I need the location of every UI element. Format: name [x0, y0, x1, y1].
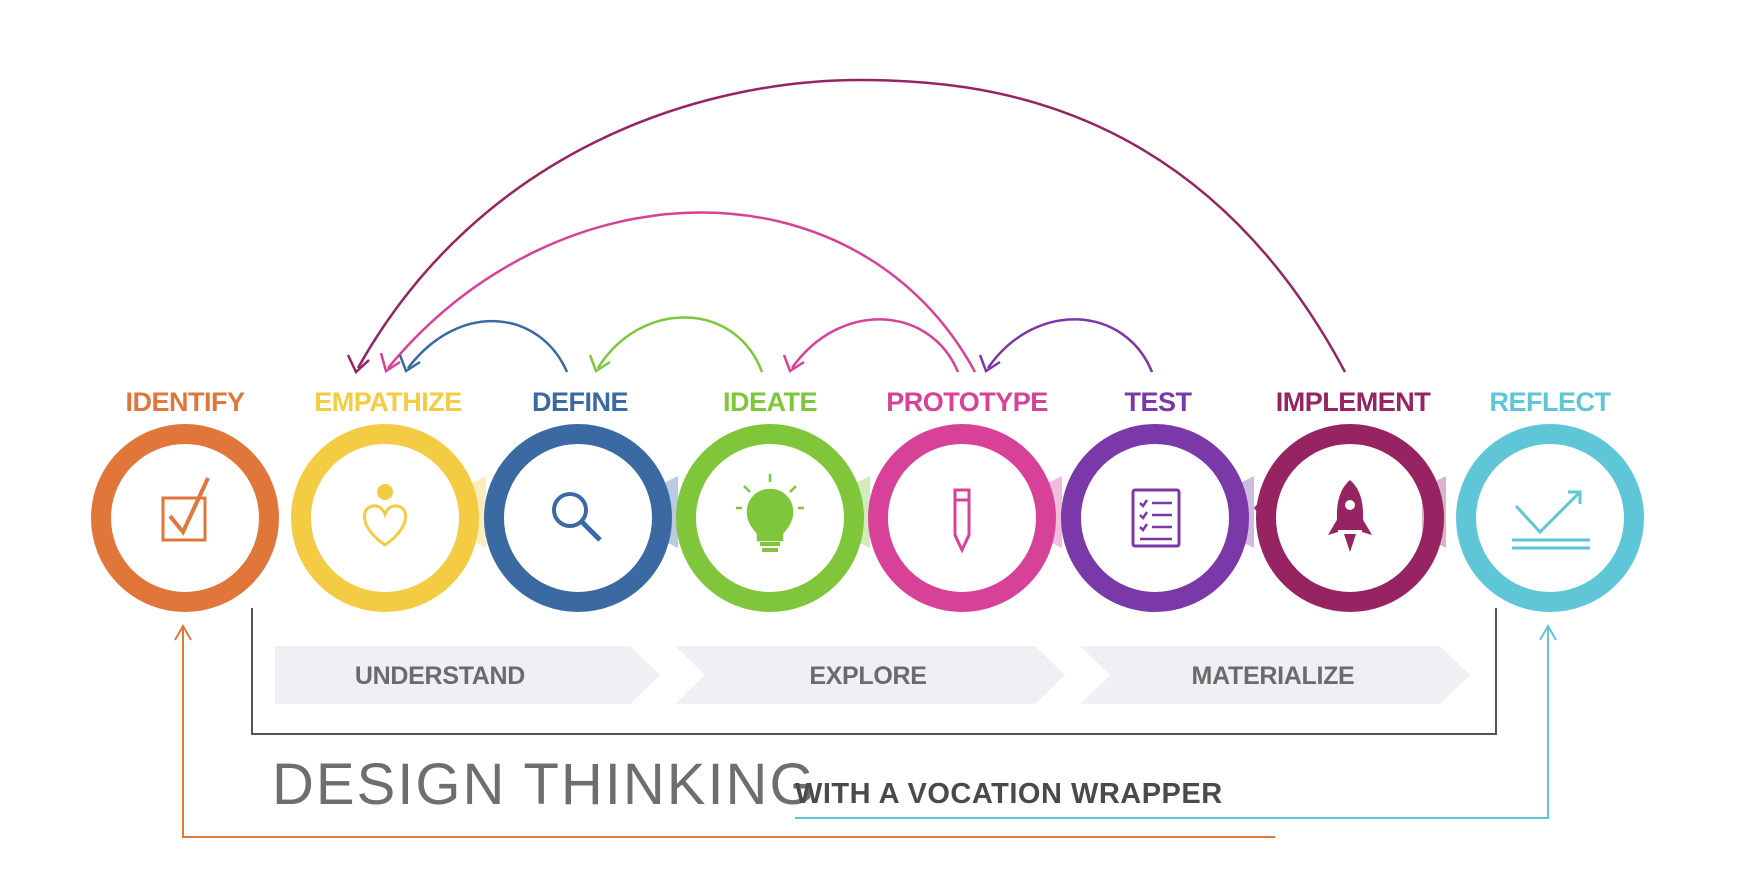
process-bracket	[251, 608, 1497, 735]
band-label-understand: UNDERSTAND	[355, 662, 525, 690]
band-materialize	[1080, 646, 1470, 704]
stage-label-define: DEFINE	[532, 387, 628, 417]
arc-prototype-to-empathize	[387, 211, 977, 373]
rocket-icon	[1328, 480, 1372, 552]
arc-ideate-to-define	[596, 316, 764, 373]
diagram-subtitle: WITH A VOCATION WRAPPER	[795, 778, 1223, 810]
arc-ideate-arrowhead	[588, 354, 611, 373]
arc-prototype-to-ideate	[790, 318, 960, 373]
checklist-icon	[1131, 488, 1181, 548]
flow-tip-ideate	[678, 488, 694, 528]
arc-define-to-empathize	[407, 320, 569, 373]
wrapper-lines	[174, 623, 1557, 838]
stage-label-implement: IMPLEMENT	[1276, 387, 1432, 417]
arc-test-arrowhead	[978, 354, 1001, 373]
checkbox-icon	[161, 477, 210, 542]
arc-prototype-ideate-arrowhead	[782, 354, 805, 373]
stage-labels: IDENTIFY EMPATHIZE DEFINE IDEATE PROTOTY…	[125, 387, 1612, 417]
lightbulb-icon	[736, 474, 804, 552]
stage-label-prototype: PROTOTYPE	[886, 387, 1048, 417]
wrapper-arrow-identify	[174, 623, 192, 641]
flow-tip-define	[486, 488, 502, 528]
arc-define-arrowhead	[398, 354, 421, 373]
check-trend-icon	[1512, 490, 1590, 550]
ring-reflect	[1456, 424, 1644, 612]
ring-flow-tips	[486, 488, 1270, 528]
arc-implement-to-empathize	[356, 78, 1347, 373]
feedback-arcs	[346, 78, 1347, 375]
arc-test-to-prototype	[986, 318, 1154, 373]
diagram-title: DESIGN THINKING	[272, 752, 817, 817]
ring-empathize	[291, 424, 479, 612]
band-understand	[275, 646, 660, 704]
flow-tip-prototype	[870, 488, 886, 528]
stage-label-empathize: EMPATHIZE	[314, 387, 462, 417]
magnifier-icon	[552, 492, 602, 542]
ring-test	[1061, 424, 1249, 612]
band-label-materialize: MATERIALIZE	[1192, 662, 1355, 690]
wrapper-arrow-reflect	[1539, 623, 1557, 641]
pencil-icon	[953, 488, 971, 554]
phase-bands: UNDERSTAND EXPLORE MATERIALIZE	[275, 646, 1470, 704]
band-explore	[675, 646, 1065, 704]
ring-identify	[91, 424, 279, 612]
wrapper-line-identify	[182, 628, 1275, 838]
stage-label-identify: IDENTIFY	[125, 387, 244, 417]
flow-tip-test	[1062, 488, 1078, 528]
flow-tip-implement	[1254, 488, 1270, 528]
arc-prototype-arrowhead	[379, 352, 401, 373]
ring-prototype	[868, 424, 1056, 612]
wrapper-line-reflect	[795, 628, 1549, 819]
band-label-explore: EXPLORE	[809, 662, 926, 690]
arc-implement-arrowhead	[346, 354, 370, 375]
stage-label-reflect: REFLECT	[1490, 387, 1612, 417]
person-heart-icon	[362, 484, 408, 547]
stage-label-test: TEST	[1124, 387, 1192, 417]
stage-label-ideate: IDEATE	[723, 387, 817, 417]
ring-define	[484, 424, 672, 612]
